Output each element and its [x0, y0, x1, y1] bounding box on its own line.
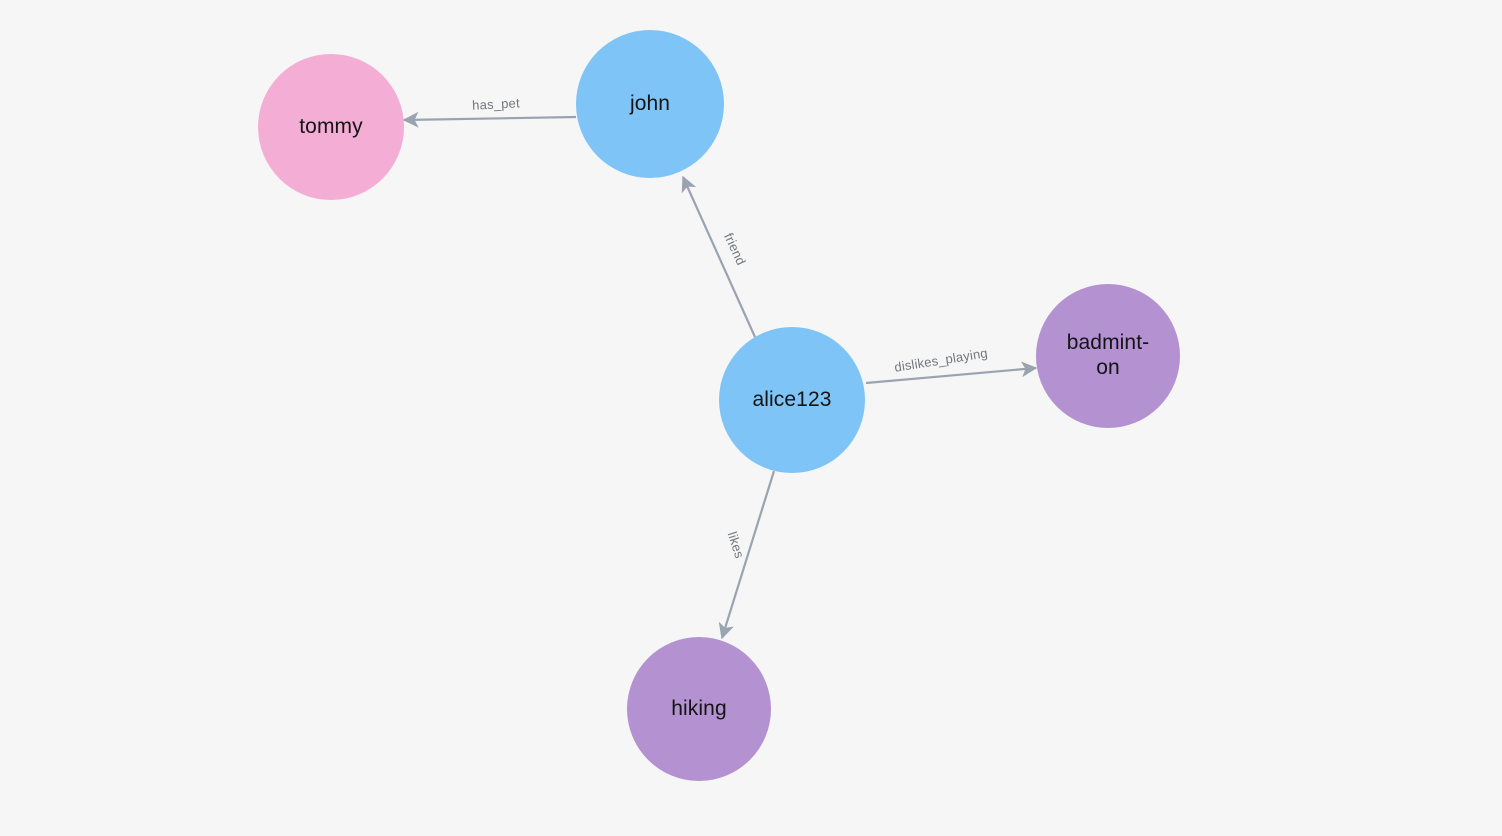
edge-john-to-tommy[interactable] — [402, 111, 577, 128]
edge-alice123-to-badminton[interactable] — [865, 361, 1038, 385]
node-label-alice123: alice123 — [752, 387, 832, 411]
node-label-john: john — [629, 91, 671, 115]
edge-alice123-to-john[interactable] — [681, 175, 757, 338]
node-label-badminton: badmint- on — [1066, 331, 1150, 379]
node-label-hiking: hiking — [671, 696, 727, 720]
edge-lines-group — [402, 111, 1038, 640]
node-label-tommy: tommy — [299, 114, 363, 138]
graph-node-alice123[interactable]: alice123 — [719, 327, 865, 473]
edge-label-has-pet: has_pet — [471, 95, 521, 113]
edge-alice123-to-hiking[interactable] — [718, 470, 776, 640]
graph-node-badminton[interactable]: badmint- on — [1036, 284, 1180, 428]
graph-node-tommy[interactable]: tommy — [258, 54, 404, 200]
graph-node-hiking[interactable]: hiking — [627, 637, 771, 781]
graph-node-john[interactable]: john — [576, 30, 724, 178]
